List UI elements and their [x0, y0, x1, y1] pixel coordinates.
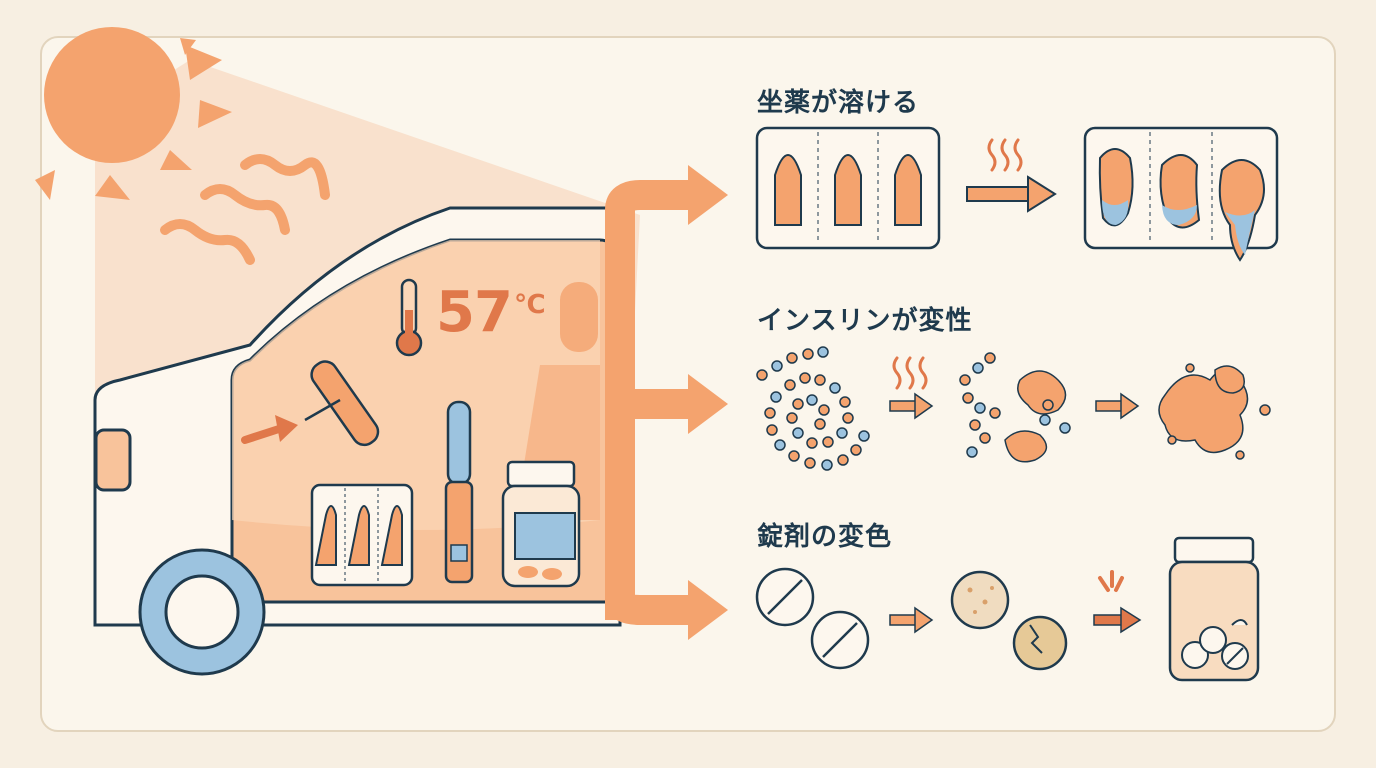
arrow-icon — [1093, 570, 1142, 634]
insulin-denaturing-icon — [959, 352, 1071, 463]
temperature-value: 57 — [436, 280, 513, 345]
tablet-icon — [755, 567, 870, 670]
arrow-icon — [889, 606, 934, 634]
temperature-unit: ℃ — [513, 290, 546, 320]
branch-arrows — [605, 165, 728, 640]
effect-heading-insulin: インスリンが変性 — [757, 306, 973, 336]
suppository-pack-melted — [1083, 126, 1279, 262]
arrow-icon — [966, 175, 1057, 213]
insulin-pen-icon — [444, 400, 474, 584]
arrow-icon — [1095, 392, 1140, 420]
temperature-readout: 57℃ — [436, 280, 546, 345]
pill-bottle-icon — [1168, 536, 1260, 682]
pill-bottle-icon — [501, 460, 581, 588]
discolored-tablet-icon — [950, 570, 1068, 671]
suppository-icon — [310, 483, 414, 587]
insulin-molecule-icon — [756, 346, 870, 471]
heat-icon-row1 — [987, 138, 1023, 172]
effect-heading-suppository: 坐薬が溶ける — [757, 88, 920, 118]
heat-icon-row2 — [892, 356, 928, 390]
arrow-icon — [889, 392, 934, 420]
thermometer-icon — [395, 278, 423, 357]
suppository-pack-intact — [755, 126, 941, 250]
heat-wave-icon — [160, 154, 330, 265]
effect-heading-tablet: 錠剤の変色 — [757, 522, 893, 552]
sun-icon — [35, 27, 232, 200]
insulin-aggregate-icon — [1158, 363, 1271, 460]
